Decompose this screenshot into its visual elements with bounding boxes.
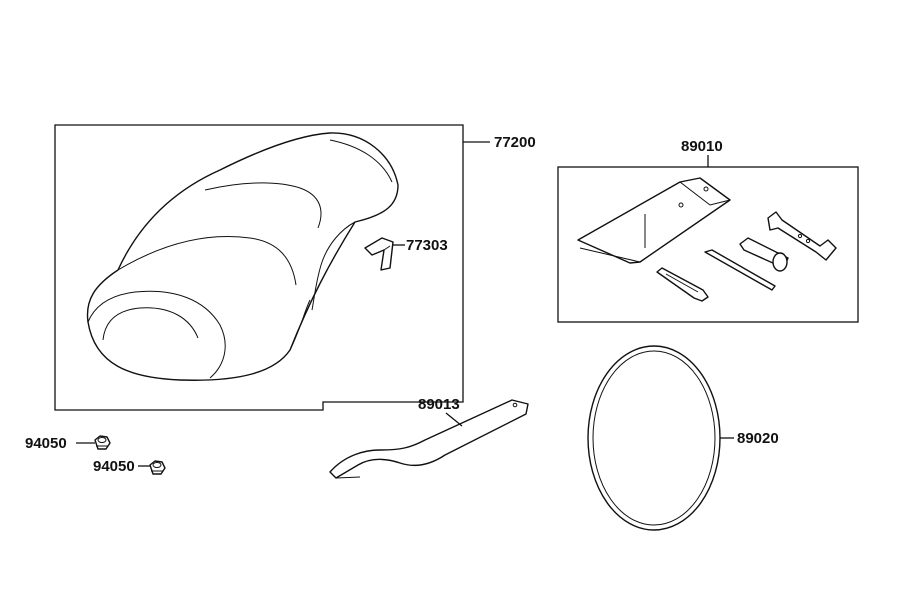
band-ring-icon [587, 345, 721, 531]
tool-kit-assembly: 89010 [557, 138, 859, 323]
nut-icon [149, 460, 166, 475]
band-assembly: 89020 [587, 345, 779, 531]
label-band: 89020 [737, 430, 779, 447]
seat-icon [86, 132, 399, 381]
seat-frame [54, 124, 464, 411]
socket-wrench-icon [739, 237, 789, 272]
label-hook-wrench: 89013 [418, 396, 460, 413]
seat-assembly: 77200 77303 [54, 124, 536, 411]
label-seat-clip: 77303 [406, 237, 448, 254]
label-nut-b: 94050 [93, 458, 135, 475]
tool-bag-icon [577, 177, 731, 264]
hook-wrench-assembly: 89013 [329, 396, 529, 479]
seat-clip-icon [364, 237, 394, 271]
label-seat: 77200 [494, 134, 536, 151]
wrench-icon [767, 211, 837, 261]
label-nut-a: 94050 [25, 435, 67, 452]
nut-icon [94, 435, 111, 450]
hook-wrench-icon [329, 399, 529, 479]
label-tool-kit: 89010 [681, 138, 723, 155]
nut-assembly-a: 94050 [25, 435, 111, 452]
nut-assembly-b: 94050 [93, 458, 166, 475]
rod-icon [704, 249, 776, 291]
screwdriver-icon [656, 267, 709, 302]
